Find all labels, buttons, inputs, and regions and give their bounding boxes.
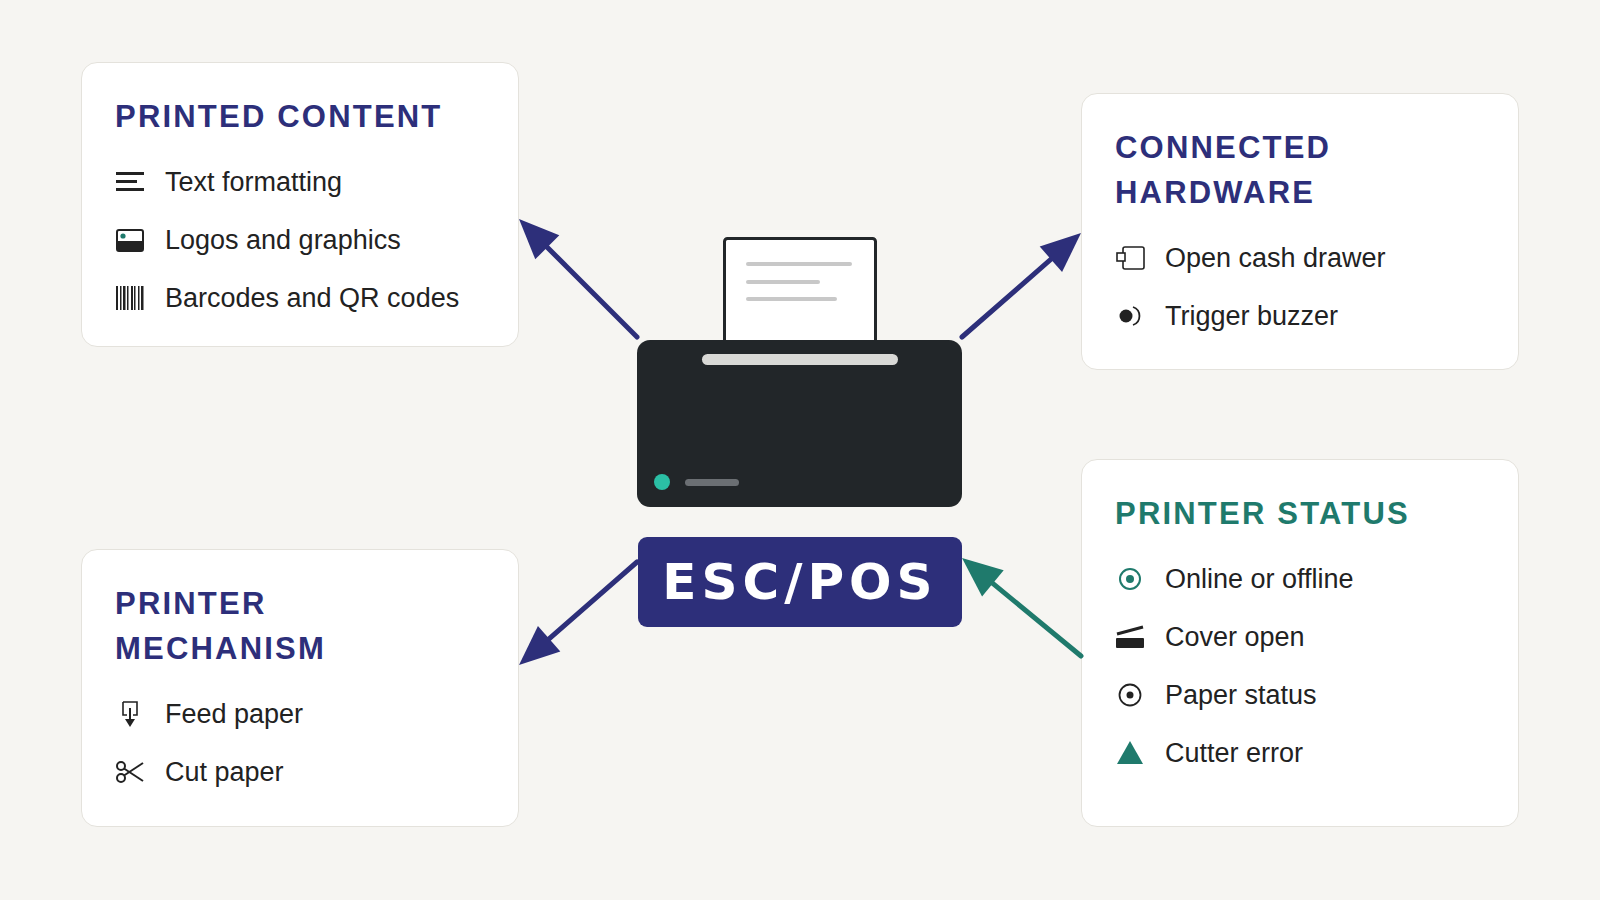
- item-icon: [115, 225, 145, 255]
- item-row: Logos and graphics: [115, 211, 498, 269]
- arrow-head: [519, 626, 560, 665]
- item-row: Paper status: [1115, 666, 1498, 724]
- item-row: Feed paper: [115, 685, 498, 743]
- info-card: CONNECTED HARDWARE Open cash drawerTrigge…: [1081, 93, 1519, 370]
- item-text: Barcodes and QR codes: [165, 282, 459, 314]
- item-row: Trigger buzzer: [1115, 287, 1498, 345]
- arrow-connector: [962, 233, 1081, 337]
- cover-icon: [1115, 622, 1145, 652]
- lines-icon: [115, 167, 145, 197]
- arrow-line: [540, 240, 637, 337]
- item-icon: [115, 167, 145, 197]
- image-icon: [115, 225, 145, 255]
- paper-line: [746, 262, 852, 266]
- item-text: Cut paper: [165, 756, 284, 788]
- printer-body: [637, 340, 962, 507]
- protocol-label: ESC/POS: [662, 554, 937, 610]
- receipt-paper: [725, 239, 876, 347]
- feed-icon: [115, 699, 145, 729]
- status-led: [654, 474, 670, 490]
- scissors-icon: [115, 757, 145, 787]
- item-row: Cover open: [1115, 608, 1498, 666]
- item-row: Barcodes and QR codes: [115, 269, 498, 327]
- arrow-connector: [519, 562, 637, 665]
- card-heading: PRINTED CONTENT: [115, 94, 465, 139]
- paper-line: [746, 297, 837, 301]
- arrow-connector: [519, 219, 637, 337]
- arrow-head: [1040, 233, 1081, 272]
- paper-icon: [1115, 680, 1145, 710]
- arrow-head: [962, 558, 1004, 597]
- arrow-line: [985, 577, 1081, 656]
- item-icon: [1115, 301, 1145, 331]
- printer-node: ESC/POS: [637, 237, 962, 627]
- item-text: Online or offline: [1165, 563, 1354, 595]
- printer-illustration: [637, 237, 962, 537]
- item-text: Trigger buzzer: [1165, 300, 1338, 332]
- status-bar: [685, 479, 739, 486]
- item-icon: [1115, 564, 1145, 594]
- warn-icon: [1115, 738, 1145, 768]
- item-text: Open cash drawer: [1165, 242, 1386, 274]
- item-icon: [1115, 243, 1145, 273]
- info-card: PRINTER STATUS Online or offlineCover ope…: [1081, 459, 1519, 827]
- item-icon: [1115, 622, 1145, 652]
- item-text: Paper status: [1165, 679, 1317, 711]
- paper-line: [746, 280, 820, 284]
- arrow-head: [519, 219, 559, 259]
- item-row: Online or offline: [1115, 550, 1498, 608]
- item-icon: [115, 757, 145, 787]
- item-icon: [115, 283, 145, 313]
- item-row: Cutter error: [1115, 724, 1498, 782]
- card-heading: CONNECTED HARDWARE: [1115, 125, 1465, 215]
- arrow-connector: [962, 558, 1081, 656]
- card-heading: PRINTER STATUS: [1115, 491, 1465, 536]
- drawer-icon: [1115, 243, 1145, 273]
- arrow-line: [962, 253, 1058, 337]
- item-row: Text formatting: [115, 153, 498, 211]
- item-icon: [1115, 738, 1145, 768]
- item-text: Text formatting: [165, 166, 342, 198]
- item-icon: [115, 699, 145, 729]
- info-card: PRINTER MECHANISM Feed paperCut paper: [81, 549, 519, 827]
- item-text: Logos and graphics: [165, 224, 401, 256]
- item-row: Cut paper: [115, 743, 498, 801]
- card-heading: PRINTER MECHANISM: [115, 581, 465, 671]
- buzzer-icon: [1115, 301, 1145, 331]
- item-text: Feed paper: [165, 698, 303, 730]
- barcode-icon: [115, 283, 145, 313]
- arrow-line: [542, 562, 637, 645]
- info-card: PRINTED CONTENT Text formattingLogos and …: [81, 62, 519, 347]
- item-text: Cutter error: [1165, 737, 1303, 769]
- paper-slot: [702, 354, 898, 365]
- label-band: ESC/POS: [638, 537, 962, 627]
- item-text: Cover open: [1165, 621, 1305, 653]
- item-row: Open cash drawer: [1115, 229, 1498, 287]
- item-icon: [1115, 680, 1145, 710]
- online-icon: [1115, 564, 1145, 594]
